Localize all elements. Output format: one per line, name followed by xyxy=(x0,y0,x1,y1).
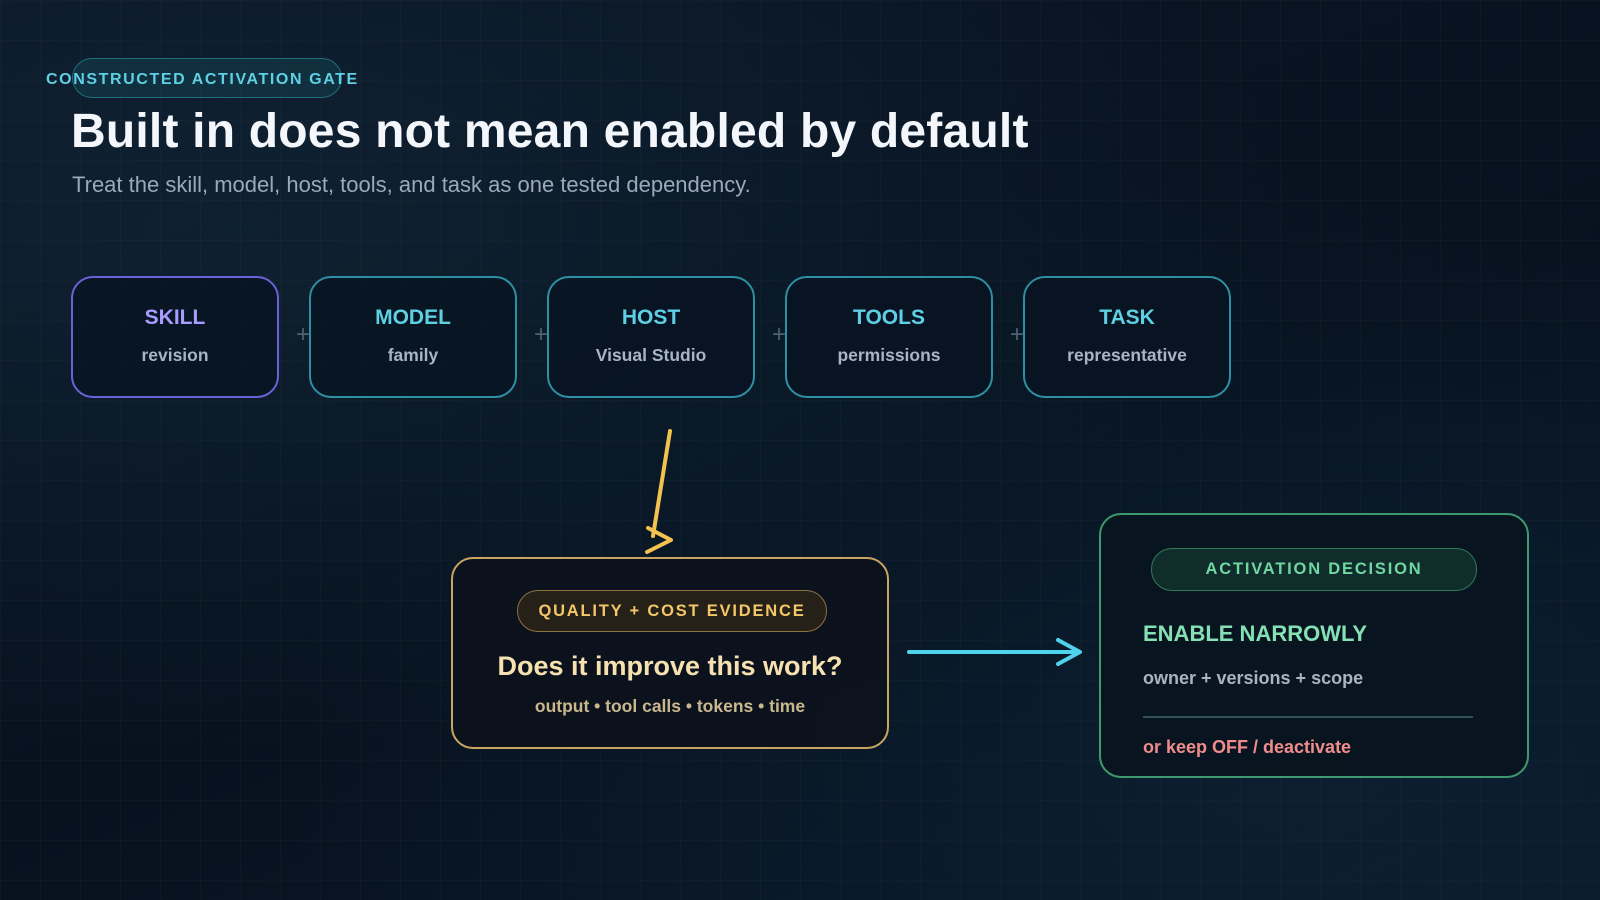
dependency-box-tools: TOOLS permissions xyxy=(785,276,993,398)
decision-alternative: or keep OFF / deactivate xyxy=(1143,737,1352,757)
plus-icon: + xyxy=(295,321,310,348)
evidence-question: Does it improve this work? xyxy=(497,651,843,681)
dependency-sub: revision xyxy=(141,345,209,365)
decision-main: ENABLE NARROWLY xyxy=(1143,621,1368,646)
evidence-badge: QUALITY + COST EVIDENCE xyxy=(517,590,827,632)
decision-divider xyxy=(1143,716,1473,718)
down-arrow-icon xyxy=(645,429,673,554)
plus-icon: + xyxy=(533,321,548,348)
evidence-box: QUALITY + COST EVIDENCE Does it improve … xyxy=(451,557,889,749)
dependency-box-skill: SKILL revision xyxy=(71,276,279,398)
evidence-metrics: output • tool calls • tokens • time xyxy=(534,696,806,716)
decision-badge: ACTIVATION DECISION xyxy=(1151,548,1477,591)
dependency-box-model: MODEL family xyxy=(309,276,517,398)
eyebrow-label: CONSTRUCTED ACTIVATION GATE xyxy=(46,71,359,88)
dependency-sub: representative xyxy=(1067,345,1187,365)
dependency-box-task: TASK representative xyxy=(1023,276,1231,398)
dependency-box-host: HOST Visual Studio xyxy=(547,276,755,398)
decision-detail: owner + versions + scope xyxy=(1143,668,1364,688)
dependency-sub: permissions xyxy=(837,345,941,365)
dependency-label: TOOLS xyxy=(853,306,925,329)
dependency-label: MODEL xyxy=(375,306,451,329)
page-subtitle: Treat the skill, model, host, tools, and… xyxy=(72,172,751,197)
decision-box: ACTIVATION DECISION ENABLE NARROWLY owne… xyxy=(1099,513,1529,778)
dependency-label: HOST xyxy=(621,306,681,329)
right-arrow-icon xyxy=(907,638,1082,666)
plus-icon: + xyxy=(1009,321,1024,348)
dependency-sub: family xyxy=(387,345,439,365)
eyebrow-pill xyxy=(72,58,342,98)
dependency-sub: Visual Studio xyxy=(595,345,707,365)
dependency-label: TASK xyxy=(1099,306,1155,329)
page-title: Built in does not mean enabled by defaul… xyxy=(71,105,1029,158)
dependency-label: SKILL xyxy=(144,306,206,329)
plus-icon: + xyxy=(771,321,786,348)
